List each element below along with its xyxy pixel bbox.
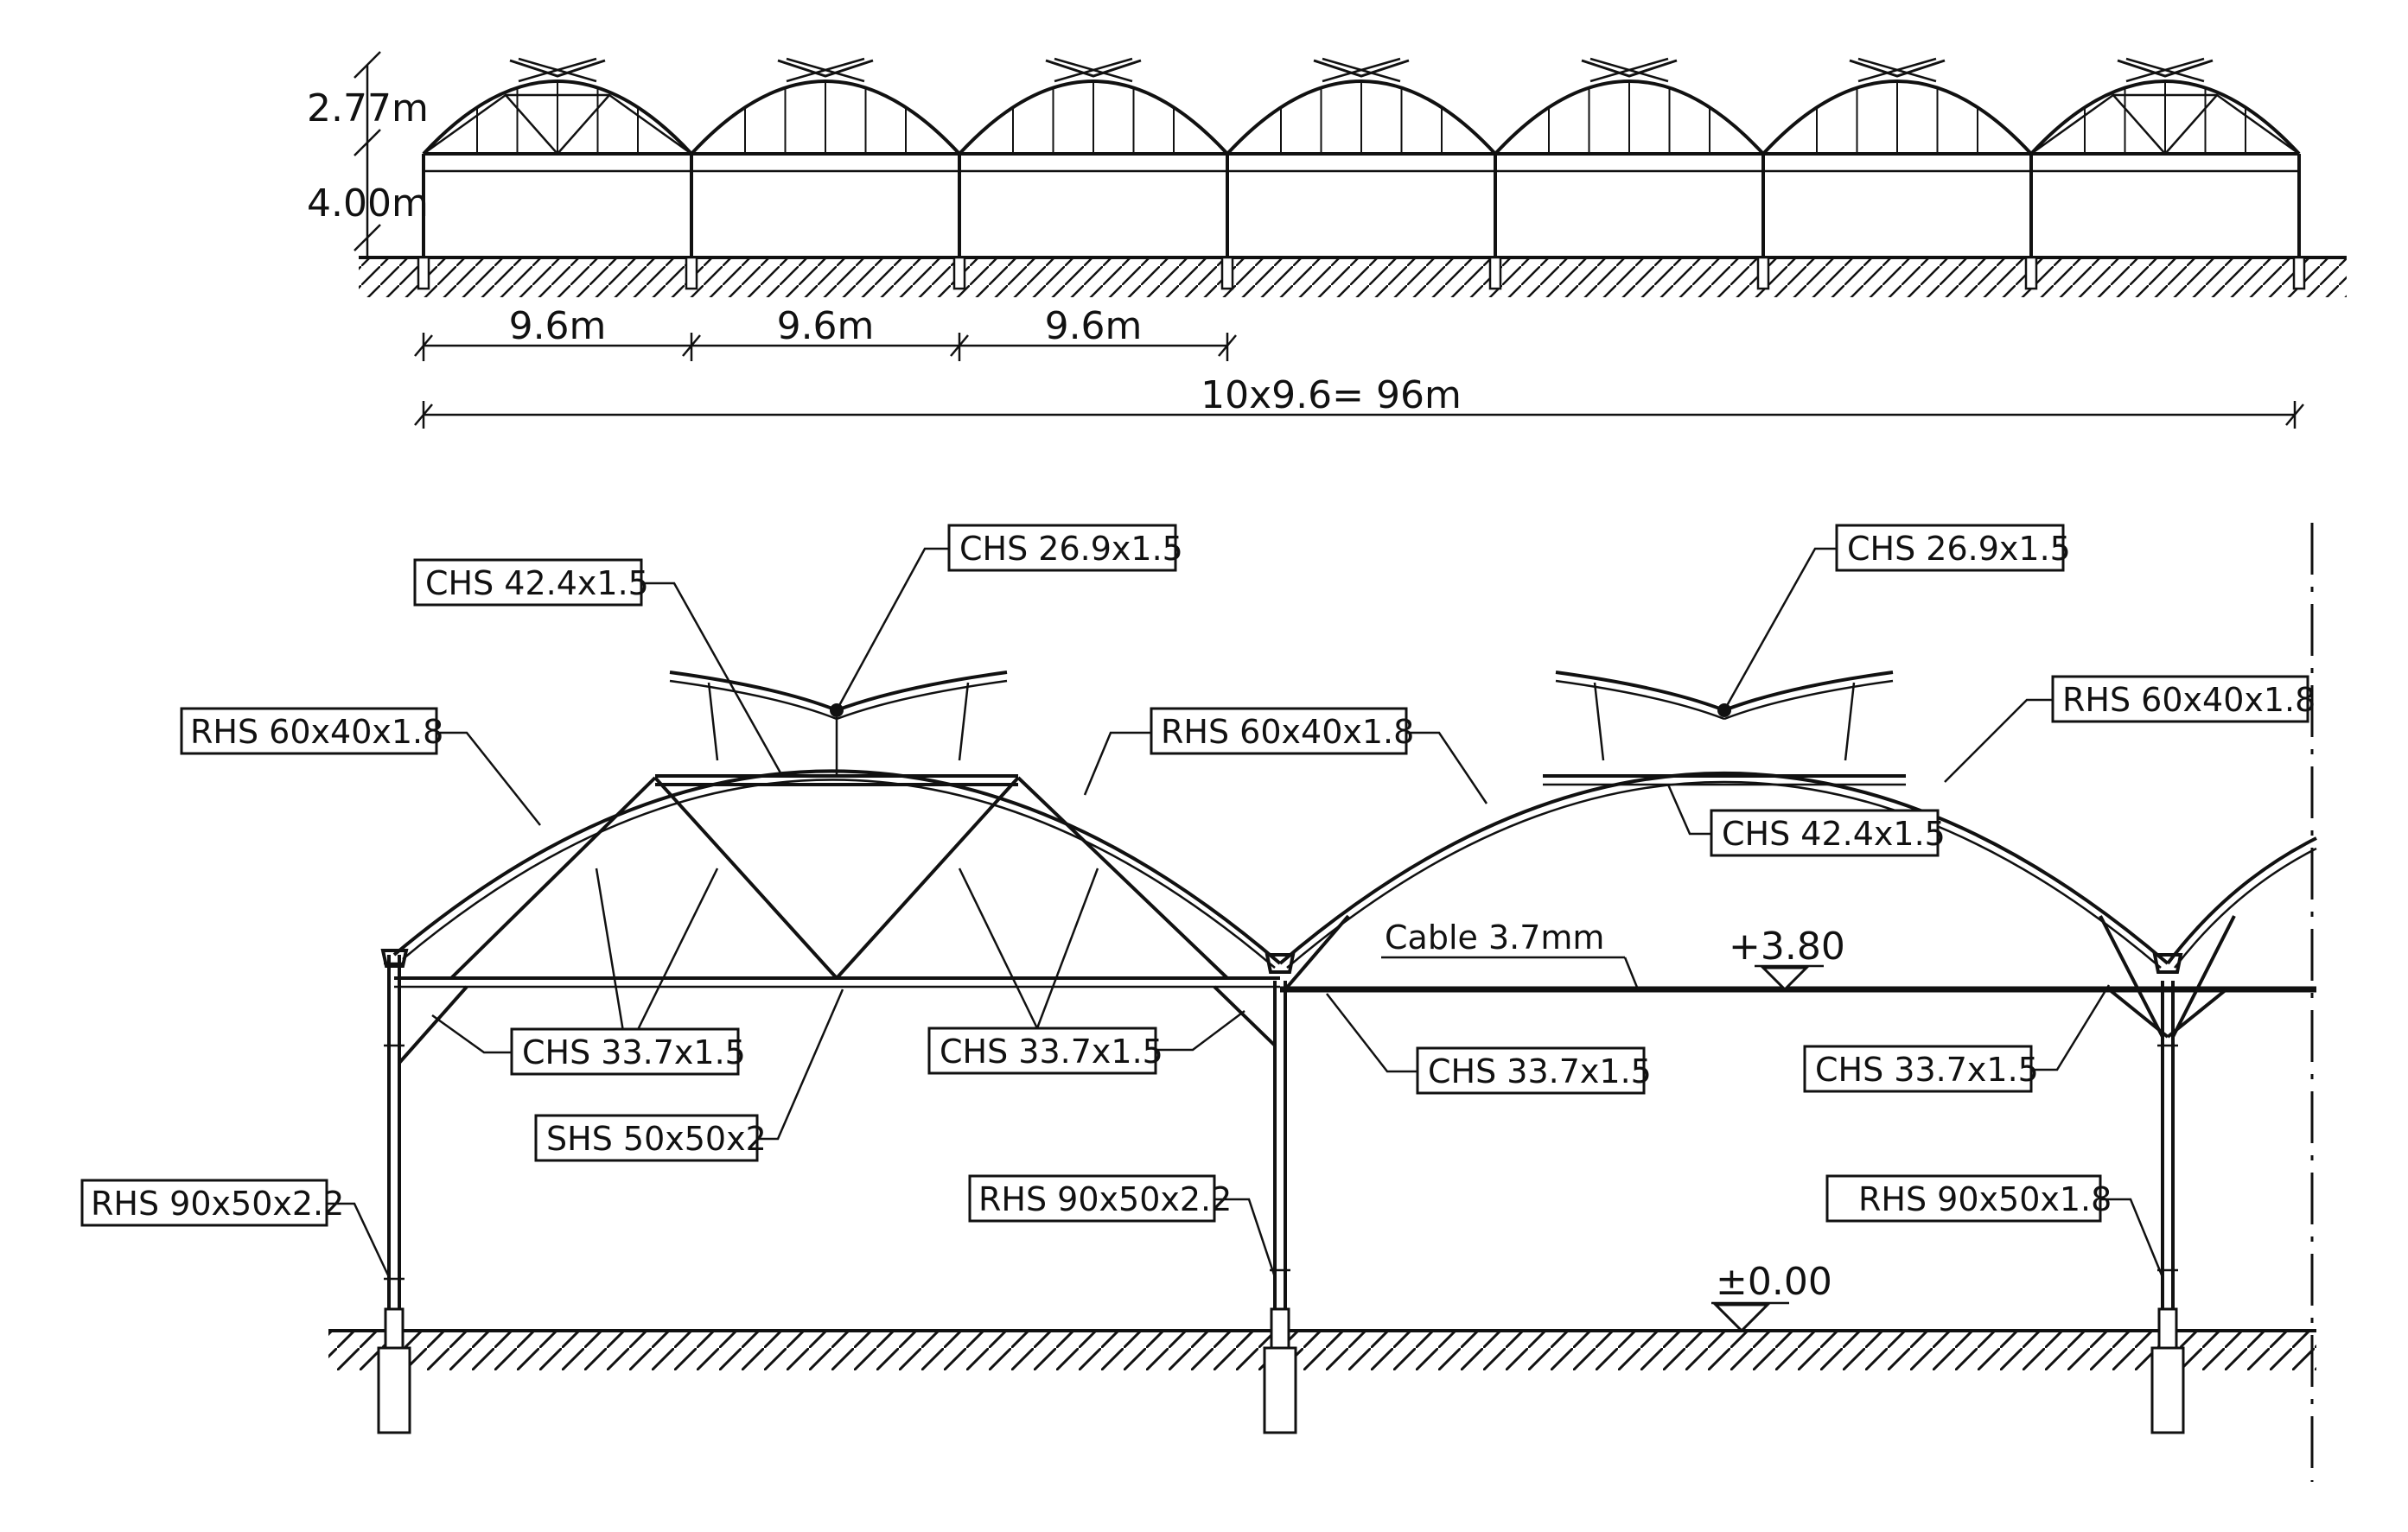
rise-dimension-label: 2.77m (307, 86, 429, 130)
height-dimension-label: 4.00m (307, 181, 429, 226)
member-labels: CHS 26.9x1.5 CHS 42.4x1.5 RHS 60x40x1.8 … (80, 524, 2316, 1278)
arch-2-outer (1278, 772, 2169, 965)
elevation-vent-arm (2125, 57, 2205, 83)
level-top-label: +3.80 (1729, 925, 1845, 969)
cable-label: Cable 3.7mm (1385, 919, 1604, 957)
elevation-vent (1581, 59, 1678, 78)
elevation-footing (417, 256, 430, 290)
elevation-vent (1313, 59, 1410, 78)
label-truss-diag-right: CHS 33.7x1.5 (940, 1033, 1163, 1071)
label-vent-arm-1: CHS 26.9x1.5 (959, 530, 1183, 568)
elevation-vent-arm (1589, 57, 1669, 83)
truss-span-1 (449, 717, 1229, 980)
bay-dimension-label-2: 9.6m (777, 304, 875, 348)
elevation-footing (1756, 256, 1770, 290)
level-marker-top: +3.80 (1729, 925, 1845, 992)
bay-dimension-label-3: 9.6m (1045, 304, 1143, 348)
label-bottom-chord: SHS 50x50x2 (546, 1120, 767, 1158)
elevation-vent-arm (518, 57, 597, 83)
elevation-footing (2024, 256, 2038, 290)
label-column-right: RHS 90x50x1.8 (1858, 1180, 2112, 1218)
elevation-vent (509, 59, 606, 78)
label-vent-base-2: CHS 42.4x1.5 (1722, 815, 1946, 853)
elevation-vent-arm (786, 57, 865, 83)
elevation-truss (423, 93, 692, 156)
label-arch-right-2: RHS 60x40x1.8 (2062, 681, 2316, 719)
elevation-spans (417, 57, 2306, 290)
label-gutter-brace-right: CHS 33.7x1.5 (1815, 1051, 2039, 1089)
elevation-truss (2030, 93, 2300, 156)
label-column-left: RHS 90x50x2.2 (91, 1185, 344, 1223)
arch-3-inner (2174, 847, 2317, 969)
arch-2-inner (1286, 780, 2162, 969)
elevation-vent-arm (1054, 57, 1133, 83)
elevation-vent (1045, 59, 1142, 78)
elevation-vent-arm (1322, 57, 1401, 83)
footings (377, 1307, 2185, 1434)
level-marker-ground: ±0.00 (1711, 1260, 1832, 1333)
label-vent-arm-2: CHS 26.9x1.5 (1847, 530, 2071, 568)
roof-vent-1 (669, 671, 1008, 761)
elevation-vent (2117, 59, 2214, 78)
total-dimension-label: 10x9.6= 96m (1201, 373, 1462, 417)
arch-1-outer (392, 769, 1282, 965)
label-column-mid: RHS 90x50x2.2 (978, 1180, 1232, 1218)
label-arch-left-1: RHS 60x40x1.8 (190, 713, 443, 751)
elevation-vent (777, 59, 874, 78)
footing-right (2150, 1346, 2185, 1434)
footing-mid (1263, 1346, 1297, 1434)
elevation-footing (1220, 256, 1234, 290)
elevation-footing (2292, 256, 2306, 290)
elevation-view: 2.77m 4.00m 9.6m 9.6m 9.6m 10x9.6= 96m (307, 51, 2347, 429)
arch-1-inner (402, 779, 1276, 969)
roof-vent-2 (1555, 671, 1894, 761)
gutter-braces (398, 914, 2236, 1065)
elevation-footing (685, 256, 698, 290)
elevation-vent-arm (1857, 57, 1937, 83)
label-vent-base-1: CHS 42.4x1.5 (425, 564, 649, 602)
ground-hatch-section (328, 1331, 2316, 1370)
elevation-footing (952, 256, 966, 290)
ground-hatch-top (359, 257, 2347, 297)
gutter-connectors (380, 949, 2183, 974)
footing-left (377, 1346, 411, 1434)
label-gutter-brace-mid: CHS 33.7x1.5 (1428, 1052, 1652, 1090)
arch-3-outer (2166, 836, 2317, 965)
section-view: +3.80 ±0.00 Cable 3.7mm CHS 26.9x1.5 CHS… (80, 523, 2317, 1482)
elevation-vent (1849, 59, 1946, 78)
elevation-footing (1488, 256, 1502, 290)
label-arch-mid: RHS 60x40x1.8 (1161, 713, 1414, 751)
level-ground-label: ±0.00 (1716, 1260, 1832, 1304)
label-truss-diag-left: CHS 33.7x1.5 (522, 1033, 746, 1071)
bay-dimension-label-1: 9.6m (509, 304, 607, 348)
